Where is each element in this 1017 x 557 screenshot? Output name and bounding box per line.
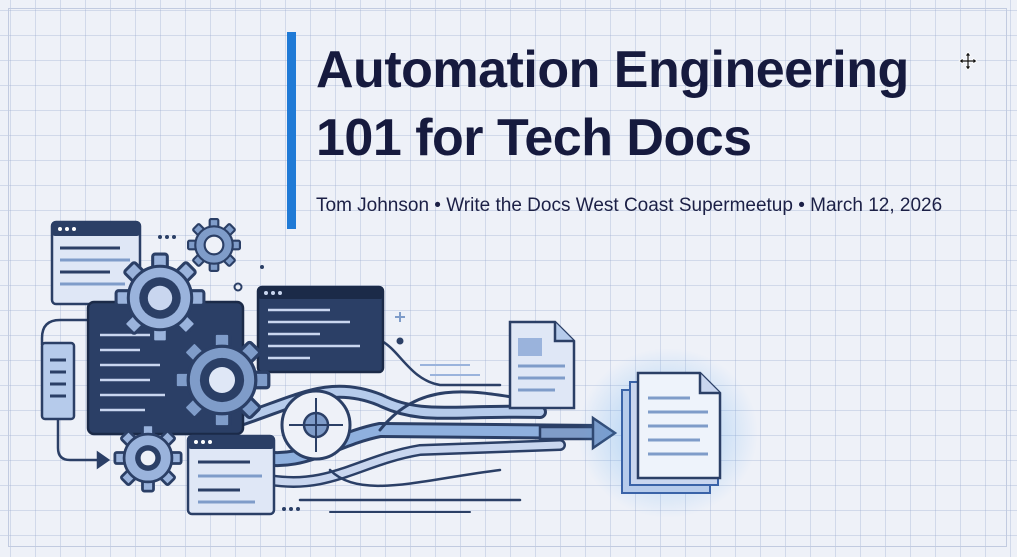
code-window-icon — [256, 285, 385, 374]
slide-subtitle: Tom Johnson • Write the Docs West Coast … — [316, 195, 943, 216]
gear-icon — [187, 218, 241, 273]
gear-icon — [113, 423, 183, 493]
document-icon — [508, 320, 576, 410]
gear-icon — [173, 331, 271, 429]
title-line-2: 101 for Tech Docs — [316, 109, 752, 167]
move-cursor-icon — [958, 51, 978, 71]
output-document-icon — [578, 348, 758, 518]
accent-bar — [287, 32, 296, 229]
automation-illustration — [40, 218, 758, 518]
gear-icon — [114, 252, 206, 344]
title-line-1: Automation Engineering — [316, 41, 909, 99]
side-panel-icon — [40, 341, 76, 421]
slide-border — [8, 8, 1007, 547]
slide-title: Automation Engineering 101 for Tech Docs — [316, 36, 1006, 172]
connector-lines — [40, 318, 111, 470]
code-window-icon — [186, 434, 276, 516]
target-icon — [280, 389, 352, 461]
decorations — [158, 235, 480, 511]
